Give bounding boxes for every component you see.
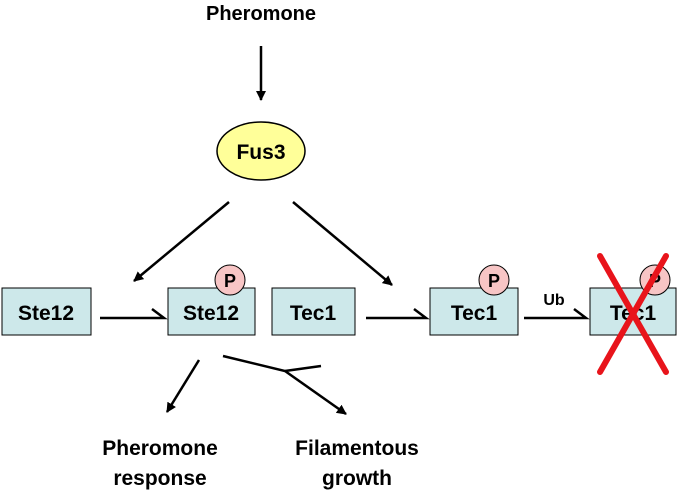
- tec1-phospho-label: P: [488, 271, 500, 291]
- ste12-activation-arrow: [100, 308, 168, 320]
- tec1-ubiquitination-arrow: [524, 308, 590, 320]
- ste12-label: Ste12: [18, 302, 74, 325]
- fus3-node: [216, 121, 306, 181]
- ste12-p-label: Ste12: [183, 302, 239, 325]
- filamentous-growth-label-line2: growth: [322, 467, 392, 490]
- tec1-p-box: [429, 287, 519, 336]
- ste12-phospho-marker: [214, 264, 246, 296]
- filamentous-growth-arrow-branch: [284, 364, 322, 373]
- tec1-p-label: Tec1: [451, 302, 498, 325]
- fus3-to-tec1-arrow: [292, 201, 393, 286]
- tec1-phospho-marker: [478, 264, 510, 296]
- tec1-label: Tec1: [290, 302, 337, 325]
- pheromone-input-label: Pheromone: [206, 3, 316, 25]
- ub-label: Ub: [543, 292, 565, 309]
- fus3-to-ste12-arrow: [133, 201, 230, 282]
- tec1-box: [271, 287, 356, 336]
- ste12-p-box: [167, 287, 256, 336]
- ste12-phospho-label: P: [224, 271, 236, 291]
- tec1-activation-arrow: [366, 308, 430, 320]
- filamentous-growth-arrow: [222, 354, 347, 416]
- pheromone-response-label-line1: Pheromone: [102, 437, 218, 460]
- degradation-cross-stroke-2: [597, 253, 669, 375]
- filamentous-growth-label-line1: Filamentous: [295, 437, 419, 460]
- fus3-label: Fus3: [236, 141, 285, 164]
- pheromone-response-label-line2: response: [113, 467, 206, 490]
- ste12-box: [1, 287, 92, 336]
- pheromone-response-arrow: [165, 359, 201, 413]
